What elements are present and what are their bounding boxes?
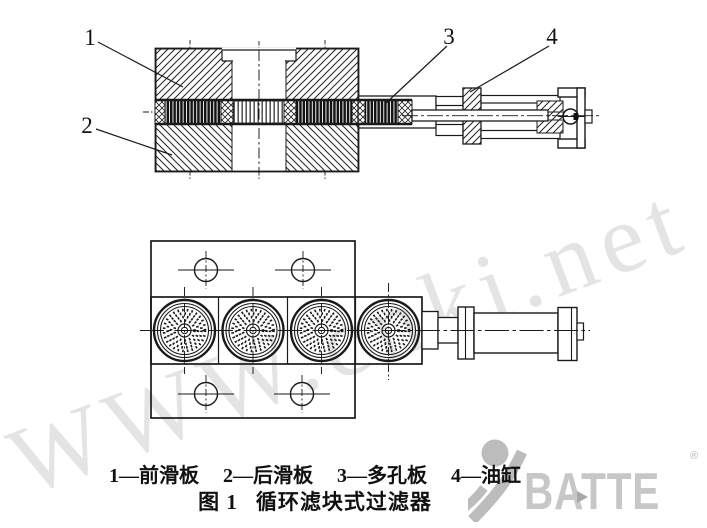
batte-logo-text: BATTE <box>524 463 661 521</box>
front-slide-plate <box>155 48 233 101</box>
rail-top <box>435 95 464 107</box>
band-spacer-blocks <box>154 99 413 125</box>
tie-rod-top <box>480 94 561 104</box>
bolt-holes <box>193 257 316 407</box>
legend-item-2: 2—后滑板 <box>223 465 313 487</box>
cylinder-inner-lines <box>464 307 573 361</box>
rail-bottom <box>435 123 464 137</box>
legend-item-4: 4—油缸 <box>451 465 521 487</box>
callout-1: 1 <box>84 25 96 50</box>
legend-item-1: 1—前滑板 <box>109 465 199 487</box>
cylinder-body <box>473 312 559 354</box>
figure-legend: 1—前滑板 2—后滑板 3—多孔板 4—油缸 <box>70 459 560 488</box>
callout-leader-4 <box>469 45 550 93</box>
legend-item-3: 3—多孔板 <box>337 465 427 487</box>
centerline-ticks <box>189 40 326 181</box>
bolt-hole-centerlines <box>205 251 304 413</box>
front-slide-plate <box>285 48 359 101</box>
clevis-pin <box>573 113 578 120</box>
band-edges <box>155 98 412 126</box>
callout-4: 4 <box>546 24 558 49</box>
batte-logo: BATTE ® <box>468 436 707 522</box>
callout-leader-2 <box>95 128 173 156</box>
batte-logo-triangle-icon <box>577 491 588 503</box>
callout-leader-3 <box>384 45 448 105</box>
callout-3: 3 <box>443 24 455 49</box>
figure-number: 图 1 <box>198 490 238 514</box>
cylinder-end-cap <box>557 306 578 362</box>
batte-logo-mark-icon <box>468 439 527 522</box>
figure-caption: 图 1 循环滤块式过滤器 <box>70 486 560 516</box>
section-view <box>95 40 602 181</box>
registered-trademark-icon: ® <box>690 450 699 462</box>
end-cap-nub <box>584 109 593 124</box>
callout-2: 2 <box>81 113 93 138</box>
cylinder-flange <box>462 117 482 145</box>
hydraulic-cylinder <box>421 306 585 362</box>
bolt-hole-crosslines <box>178 269 331 395</box>
cylinder-flange <box>462 87 482 113</box>
plan-view <box>140 240 590 419</box>
end-cap-nub <box>576 322 585 341</box>
figure-title: 循环滤块式过滤器 <box>255 490 432 514</box>
rod-end-lines <box>548 111 562 121</box>
rear-slide-plate <box>285 123 359 172</box>
callout-leader-1 <box>97 41 184 88</box>
tie-rod-bottom <box>480 129 561 140</box>
rear-slide-plate <box>155 123 233 172</box>
